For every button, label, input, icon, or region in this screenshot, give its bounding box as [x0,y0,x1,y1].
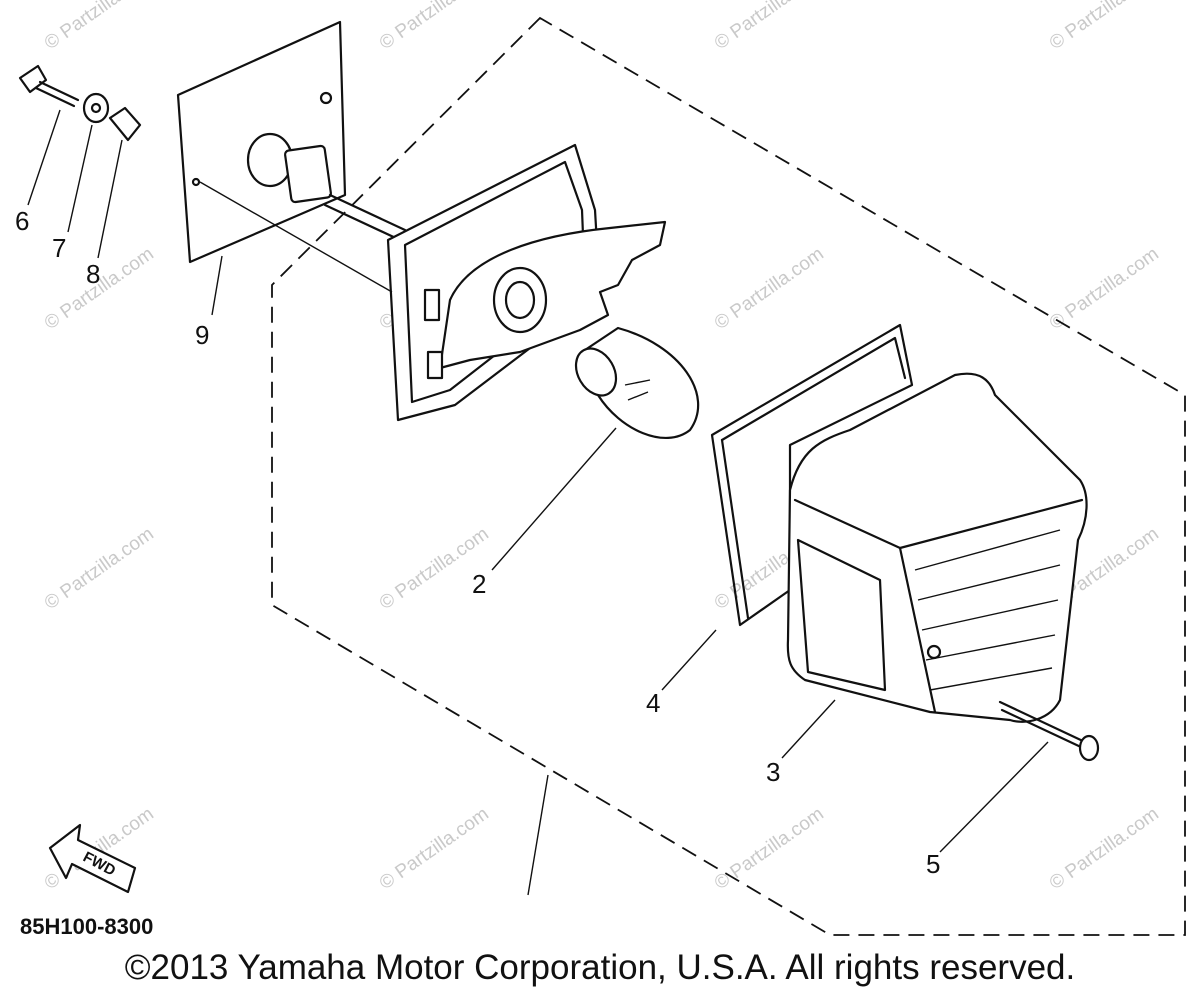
watermark: © Partzilla.com [711,0,828,54]
callout-3: 3 [766,757,780,787]
callout-2: 2 [472,569,486,599]
watermark: © Partzilla.com [41,523,158,614]
callout-8: 8 [86,259,100,289]
callout-4: 4 [646,688,660,718]
part-9-plate [176,20,347,264]
lamp-housing [386,143,667,422]
leader-lines [27,109,1049,896]
hardware-6-7-8 [18,64,142,142]
callout-9: 9 [195,320,209,350]
watermark: © Partzilla.com [711,803,828,894]
watermark: © Partzilla.com [1046,803,1163,894]
watermark: © Partzilla.com [1046,243,1163,334]
watermark: © Partzilla.com [376,803,493,894]
callout-7: 7 [52,233,66,263]
watermark: © Partzilla.com [711,243,828,334]
part-3-lens [786,372,1088,723]
part-5-screw [998,700,1100,762]
watermark: © Partzilla.com [1046,0,1163,54]
watermark: © Partzilla.com [41,0,158,54]
watermark: © Partzilla.com [376,0,493,54]
callout-6: 6 [15,206,29,236]
callout-5: 5 [926,849,940,879]
part-4-gasket [710,323,914,627]
socket-wires [323,193,407,242]
part-reference: 85H100-8300 [20,914,153,939]
assembly-boundary [271,16,1186,936]
bulb [574,326,700,439]
copyright-notice: ©2013 Yamaha Motor Corporation, U.S.A. A… [124,948,1076,987]
